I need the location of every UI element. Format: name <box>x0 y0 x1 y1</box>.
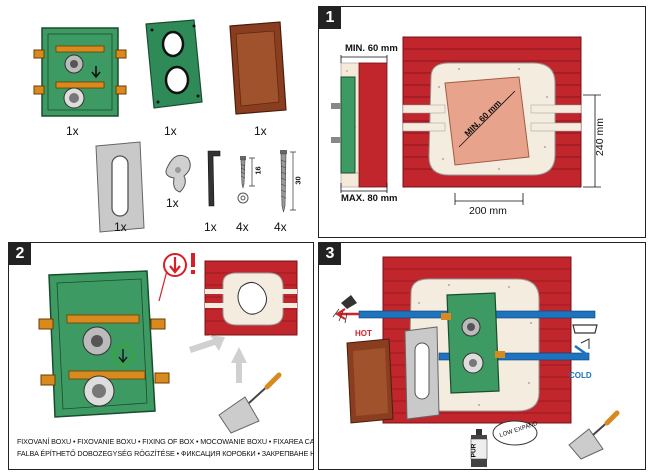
pur-label: PUR <box>470 443 478 458</box>
step-2-panel: 2 <box>8 242 314 470</box>
mounting-box-large-icon <box>38 262 170 418</box>
mounting-plate-icon <box>145 19 203 109</box>
width-label: 200 mm <box>469 205 507 217</box>
allen-key-icon <box>207 150 221 207</box>
qty-long-screw: 4x <box>274 220 287 234</box>
hot-label: HOT <box>355 329 372 338</box>
caption-line-2: FALBA ÉPÍTHETŐ DOBOZEGYSÉG RÖGZÍTÉSE • Ф… <box>17 449 313 458</box>
qty-short-screw: 4x <box>236 220 249 234</box>
qty-allen-key: 1x <box>204 220 217 234</box>
parts-panel: 1x 1x 1x 1x 1x 1x 4x 4x 16 30 <box>8 6 314 238</box>
short-screw-length: 16 <box>253 166 263 175</box>
short-screw-icon <box>237 156 255 204</box>
wall-opening-icon <box>204 260 298 336</box>
parts-illustration <box>33 19 296 233</box>
qty-handle-knob: 1x <box>166 196 179 210</box>
cold-label: COLD <box>569 371 592 380</box>
foam-can-icon <box>470 429 488 467</box>
trowel-icon <box>568 410 620 460</box>
step-1-panel: 1 MIN. <box>318 6 646 238</box>
step-1-number: 1 <box>319 7 341 29</box>
qty-mounting-plate: 1x <box>164 124 177 138</box>
mounting-box-icon <box>33 27 127 117</box>
warning-arrow-icon <box>163 253 195 277</box>
height-label: 240 mm <box>593 118 606 156</box>
handle-knob-icon <box>165 154 191 193</box>
wall-cross-section <box>331 55 388 193</box>
step-2-illustration <box>38 253 298 434</box>
bathtub-icon <box>572 324 598 349</box>
plaster-cover-icon <box>346 338 394 424</box>
trim-frame-icon <box>404 326 440 420</box>
trowel-icon <box>218 372 282 434</box>
qty-trim-frame: 1x <box>114 220 127 234</box>
qty-mounting-box: 1x <box>66 124 79 138</box>
step-1-illustration <box>331 36 601 205</box>
step-3-illustration <box>332 256 620 467</box>
shower-head-icon <box>332 295 357 324</box>
min-depth-label: MIN. 60 mm <box>345 43 398 54</box>
step-2-number: 2 <box>9 243 31 265</box>
step-3-panel: 3 <box>318 242 646 470</box>
low-expand-bubble <box>492 420 538 446</box>
long-screw-length: 30 <box>293 176 303 185</box>
trim-frame-icon <box>95 141 145 233</box>
brick-wall <box>402 36 601 205</box>
qty-plaster-cover: 1x <box>254 124 267 138</box>
arrow-icons <box>189 335 247 383</box>
installed-box-icon <box>441 292 505 394</box>
caption-line-1: FIXOVANÍ BOXU • FIXOVANIE BOXU • FIXING … <box>17 437 314 446</box>
max-depth-label: MAX. 80 mm <box>341 193 398 204</box>
plaster-cover-icon <box>229 21 287 115</box>
step-3-number: 3 <box>319 243 341 265</box>
long-screw-icon <box>280 150 296 213</box>
